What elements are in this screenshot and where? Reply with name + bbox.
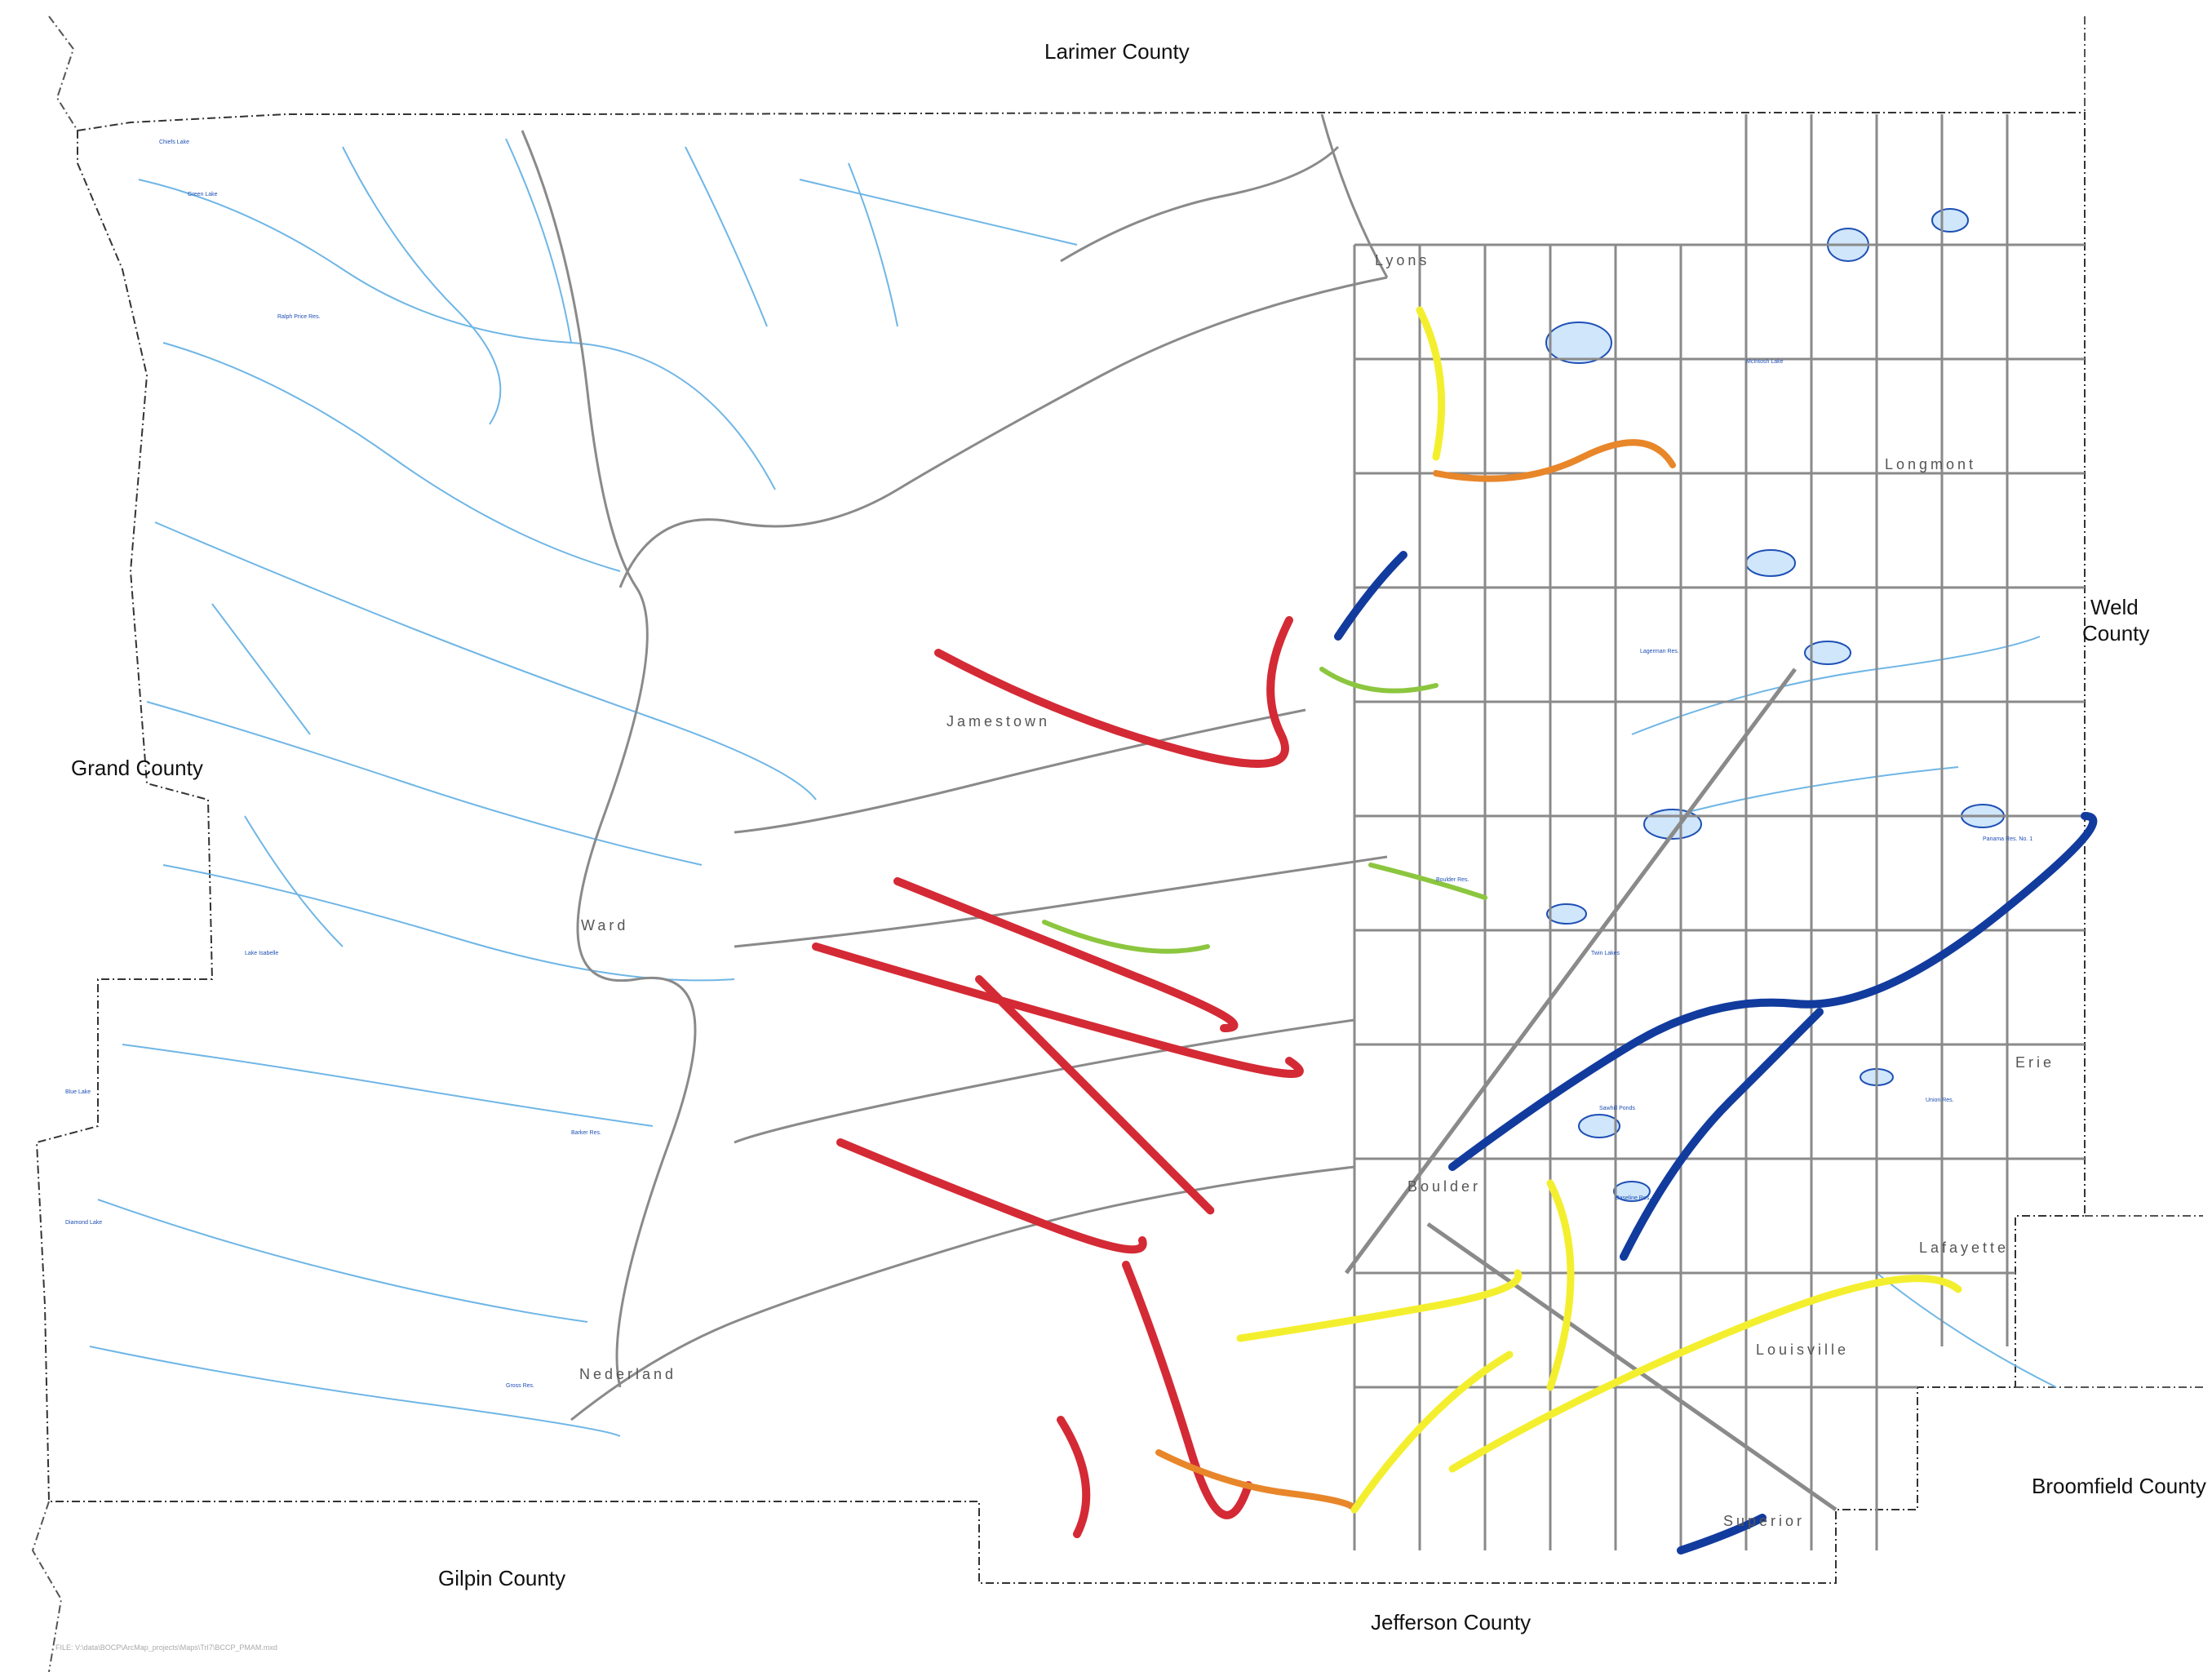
county-label-gilpin: Gilpin County	[438, 1566, 565, 1590]
lake-label: Panama Res. No. 1	[1983, 836, 2032, 842]
lake-label: Green Lake	[188, 192, 218, 197]
lake-label: Boulder Res.	[1436, 877, 1469, 883]
town-label-louisville: Louisville	[1756, 1342, 1849, 1358]
segments-red	[812, 616, 1304, 1538]
lake-label: Lake Isabelle	[245, 951, 278, 956]
segments-yellow	[1236, 306, 1962, 1514]
lake-label: Ralph Price Res.	[277, 314, 321, 320]
road-grid	[1344, 114, 2085, 1550]
neighbor-boundary-east	[2015, 16, 2203, 1388]
county-label-broomfield: Broomfield County	[2032, 1474, 2206, 1498]
town-label-ward: Ward	[581, 917, 628, 934]
lake-label: Union Res.	[1926, 1098, 1954, 1103]
county-boundary	[35, 112, 2086, 1584]
lake-label: Chiefs Lake	[159, 140, 189, 145]
lake-label: Twin Lakes	[1591, 951, 1620, 956]
town-label-lafayette: Lafayette	[1919, 1240, 2009, 1256]
lake-label: Sawhill Ponds	[1599, 1106, 1635, 1111]
segments-blue	[1334, 551, 2098, 1554]
town-label-longmont: Longmont	[1885, 456, 1976, 472]
town-label-nederland: Nederland	[579, 1366, 676, 1382]
lake-label: Barker Res.	[571, 1130, 601, 1136]
segments-orange	[1155, 439, 1676, 1513]
segments-green	[1042, 667, 1487, 954]
county-label-jefferson: Jefferson County	[1371, 1610, 1531, 1634]
lake-label: McIntosh Lake	[1746, 359, 1784, 365]
neighbor-boundary-west	[48, 16, 78, 131]
lake-label: Gross Res.	[506, 1383, 534, 1389]
map-file-path: FILE: V:\data\BOCP\ArcMap_projects\Maps\…	[55, 1643, 277, 1652]
town-label-superior: Superior	[1723, 1513, 1805, 1529]
lake-label: Baseline Res.	[1616, 1195, 1651, 1201]
town-label-lyons: Lyons	[1375, 252, 1430, 268]
lake-label: Lagerman Res.	[1640, 649, 1679, 654]
stream-network	[89, 138, 2057, 1437]
town-label-erie: Erie	[2015, 1054, 2055, 1071]
lake-label: Diamond Lake	[65, 1220, 102, 1226]
county-label-grand: Grand County	[71, 756, 203, 780]
town-label-boulder: Boulder	[1407, 1178, 1481, 1195]
county-label-weld: Weld	[2090, 595, 2139, 619]
town-label-jamestown: Jamestown	[946, 713, 1050, 730]
lake-label: Blue Lake	[65, 1089, 91, 1095]
county-label-larimer: Larimer County	[1044, 39, 1190, 64]
mountain-roads	[521, 113, 1389, 1421]
county-label-weld-line2: County	[2082, 621, 2149, 645]
